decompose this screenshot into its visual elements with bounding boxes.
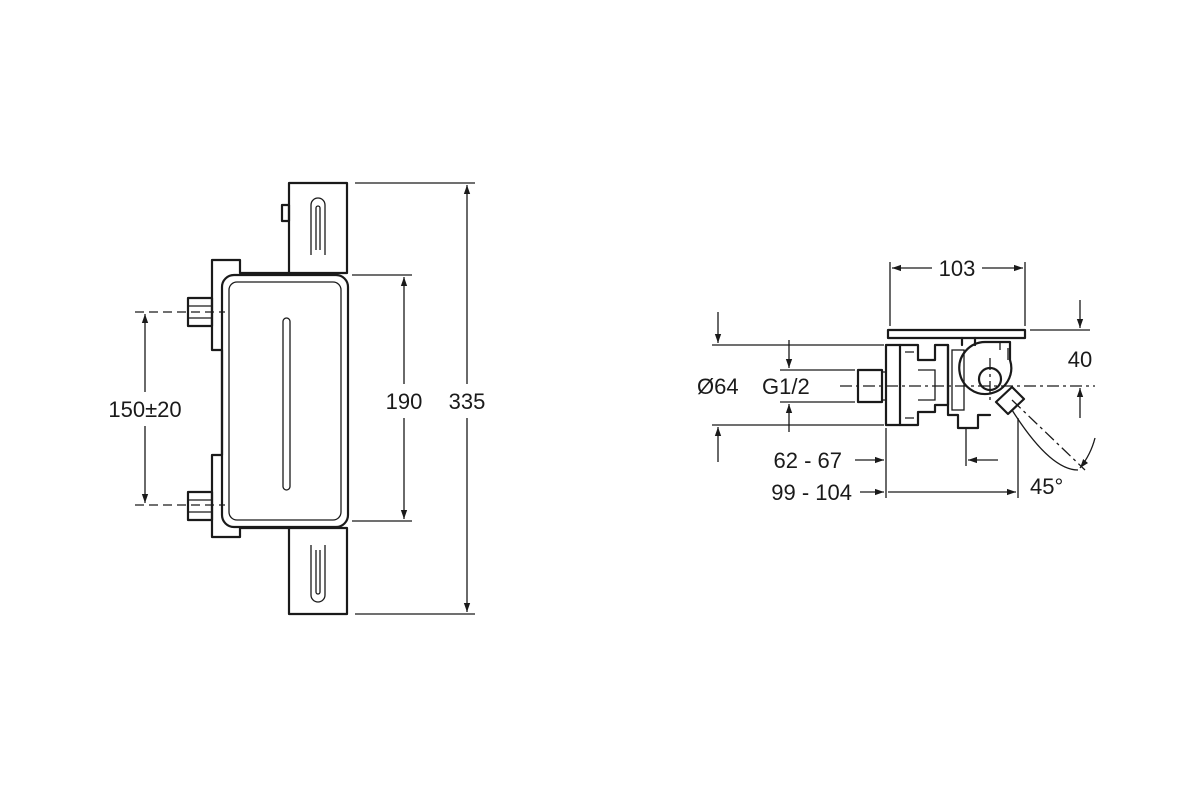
dim-body-height-label: 190	[386, 389, 423, 414]
dim-inlet-spacing-label: 150±20	[108, 397, 181, 422]
front-indicator-slot	[282, 317, 291, 491]
dim-depth-min-label: 62 - 67	[774, 448, 843, 473]
wall-flange	[884, 343, 902, 427]
handle-lever	[994, 385, 1026, 416]
slide-bar-top	[287, 181, 349, 275]
angle-line-45	[1011, 399, 1086, 471]
dim-total-height-label: 335	[449, 389, 486, 414]
thermostat-body	[220, 273, 350, 529]
bar-screw	[280, 203, 291, 223]
front-view: 150±20 190 335	[100, 181, 491, 616]
dim-offset-label: 40	[1068, 347, 1092, 372]
valve-body	[946, 336, 992, 430]
angle-arc	[1011, 409, 1096, 470]
dim-depth-max-label: 99 - 104	[771, 480, 852, 505]
slide-bar-top-slot	[310, 197, 326, 255]
side-view: 103 40 Ø64 G1/2 62 - 67 99 - 104 45°	[697, 252, 1096, 505]
slide-bar-bottom-slot	[310, 545, 326, 603]
mounting-plate	[210, 258, 291, 539]
dim-diameter-label: Ø64	[697, 374, 739, 399]
dim-thread-label: G1/2	[762, 374, 810, 399]
handle-housing	[958, 340, 1013, 396]
slide-bar-bottom	[287, 526, 349, 616]
dim-width-label: 103	[939, 256, 976, 281]
connector-body	[898, 343, 950, 427]
thermostat-body-inner	[228, 281, 342, 521]
dim-angle-label: 45°	[1030, 474, 1063, 499]
inlet-connector-bottom	[186, 490, 214, 522]
top-plate	[886, 328, 1027, 340]
